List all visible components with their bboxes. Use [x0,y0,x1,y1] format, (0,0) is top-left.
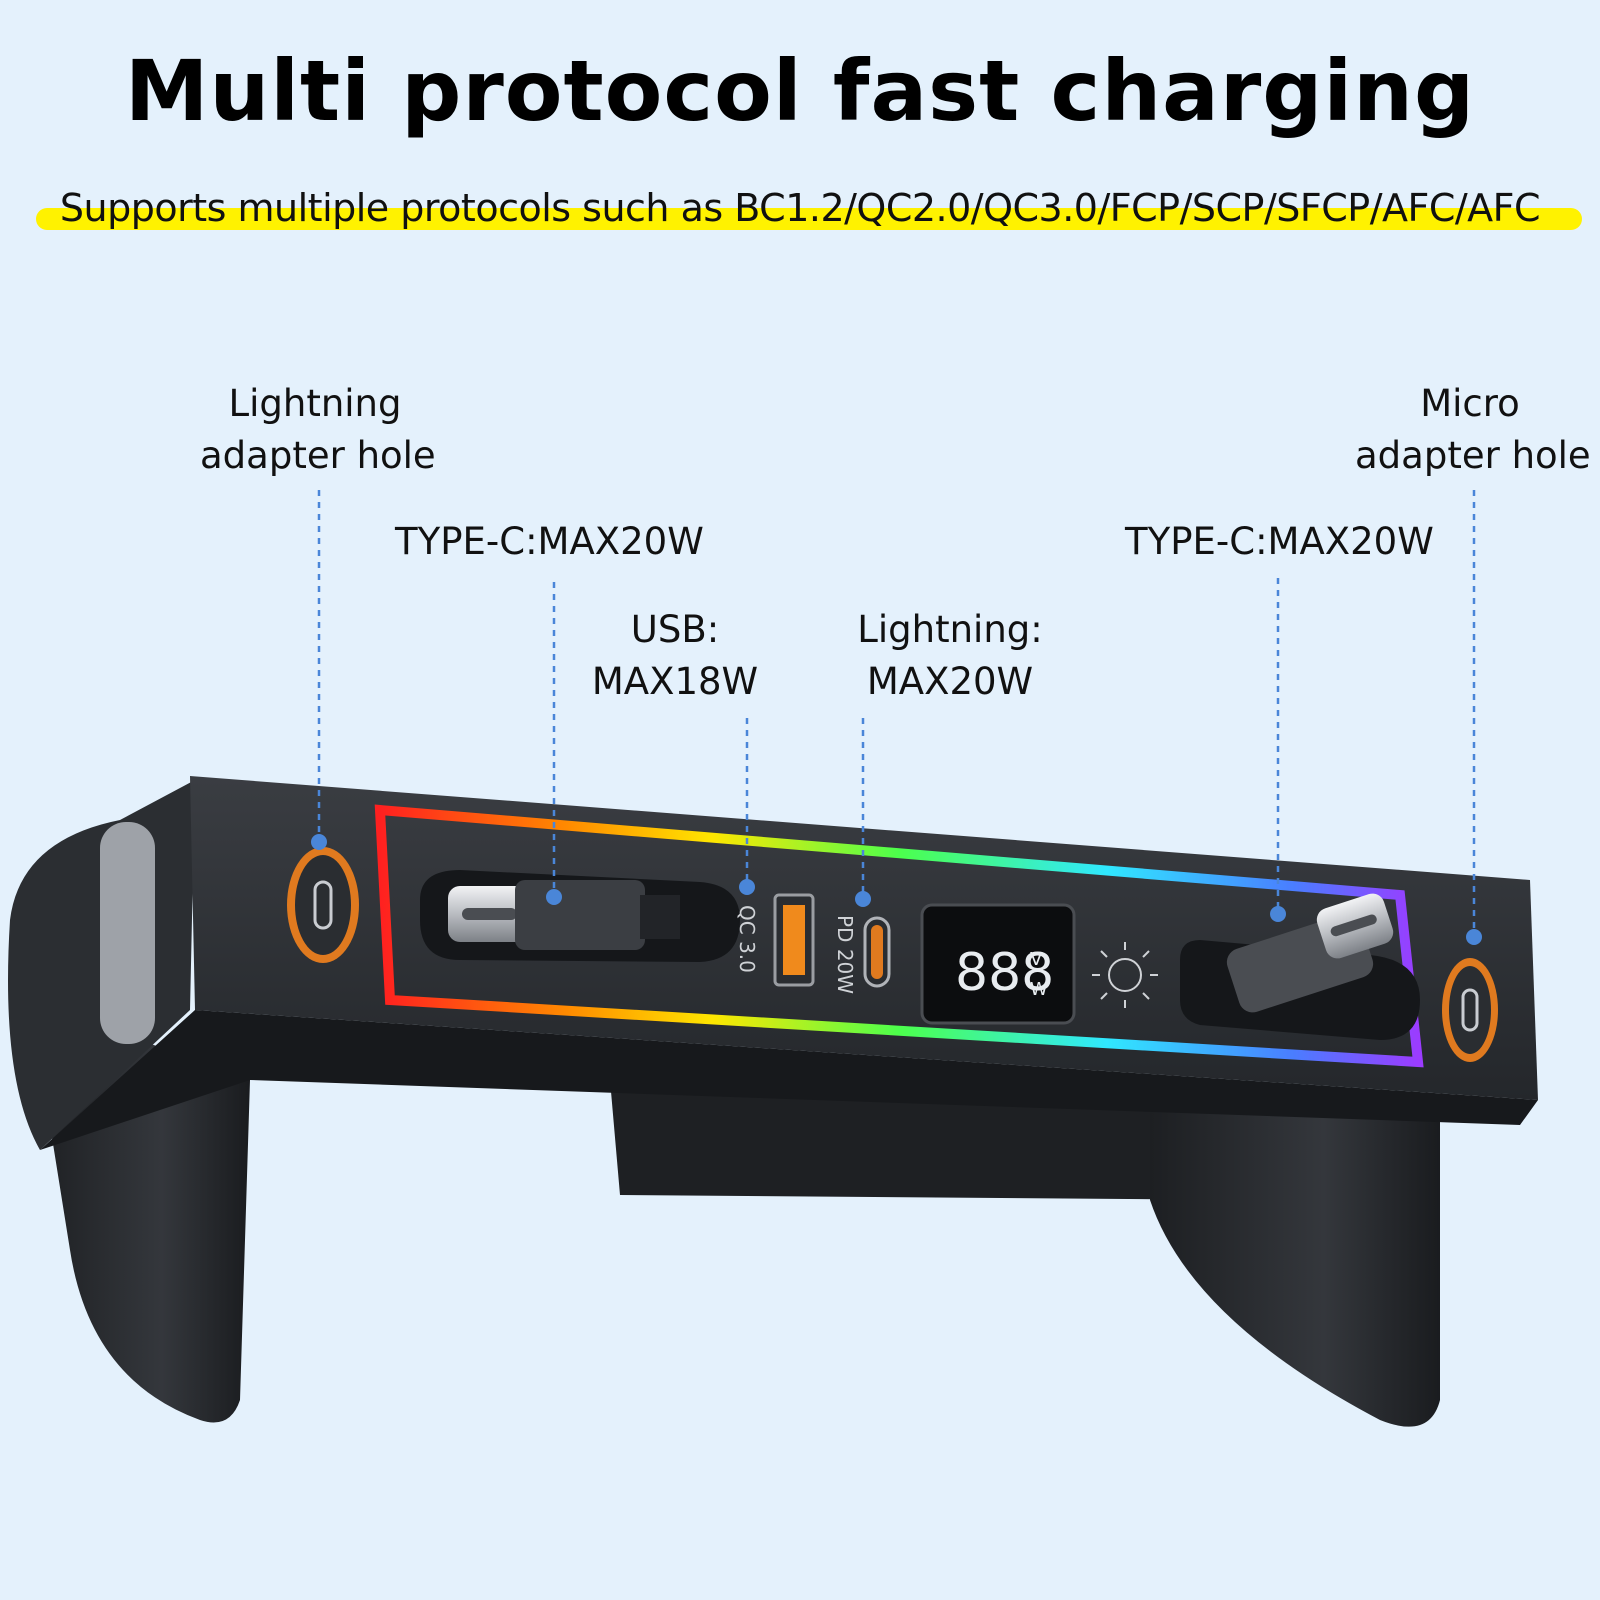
callout-text: TYPE-C:MAX20W [395,520,704,563]
callout-leader-lines [317,490,1476,935]
rgb-light-strip [374,804,1424,1068]
device-bottom-bevel [40,1010,1538,1150]
callout-text: USB: [630,608,720,651]
type-c-left-cable-head [515,880,645,950]
callout-text: MAX20W [866,660,1034,703]
callout-text: Micro [1420,382,1520,425]
callout-dots [311,834,1482,945]
sun-icon[interactable] [1092,942,1158,1008]
callout-text: TYPE-C:MAX20W [1125,520,1434,563]
led-display [920,903,1076,1025]
callout-text: adapter hole [200,434,436,477]
usb-port-label: QC 3.0 [735,905,759,973]
display-digits: 888 [955,943,1054,1003]
callout-type-c-right: TYPE-C:MAX20W [1125,516,1434,568]
subtitle-highlight [36,208,1582,230]
right-leg [1150,1100,1440,1427]
pd-port-label: PD 20W [833,915,857,994]
callout-lightning-adapter-hole: Lightning adapter hole [200,378,436,482]
side-pad [100,822,155,1044]
display-unit-w: W [1030,979,1048,1000]
callout-text: Lightning [228,382,402,425]
page-subtitle: Supports multiple protocols such as BC1.… [59,186,1541,230]
callout-micro-adapter-hole: Micro adapter hole [1355,378,1591,482]
callout-text: Lightning: [857,608,1043,651]
device-underside [610,1080,1250,1200]
page-title: Multi protocol fast charging [124,42,1476,140]
callout-usb: USB: MAX18W [575,604,775,708]
display-unit-v: V [1030,949,1043,970]
callout-text: adapter hole [1355,434,1591,477]
callout-type-c-left: TYPE-C:MAX20W [395,516,704,568]
callout-lightning-port: Lightning: MAX20W [840,604,1060,708]
callout-text: MAX18W [591,660,759,703]
